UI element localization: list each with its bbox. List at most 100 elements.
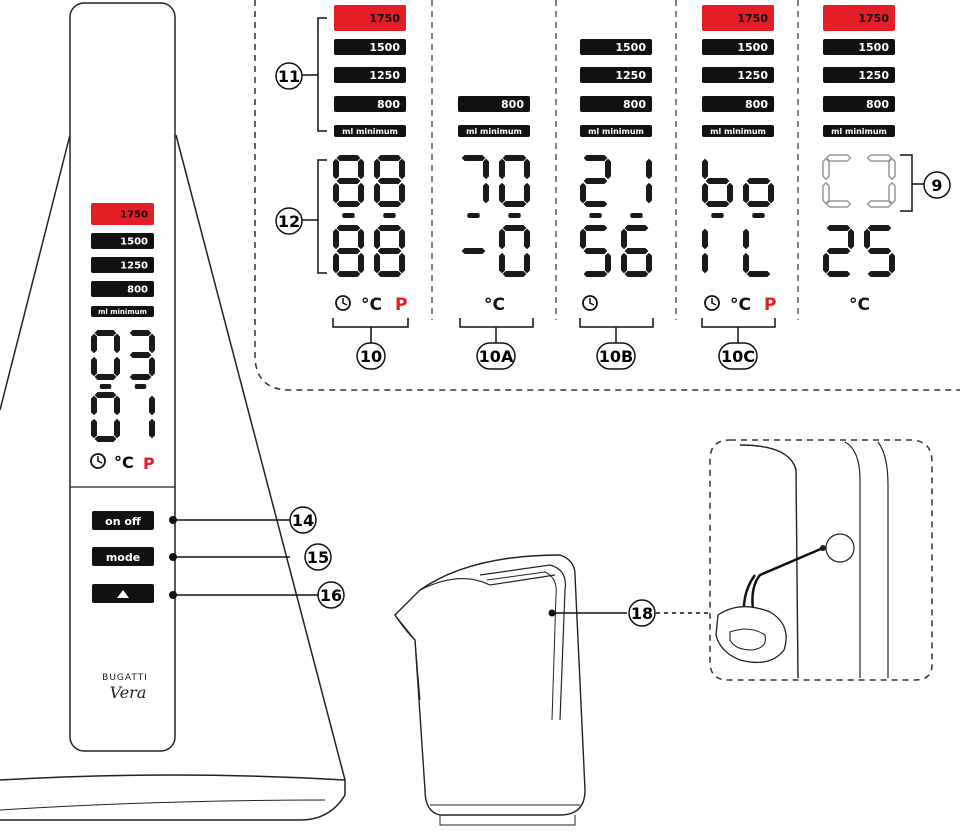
digit-segment bbox=[705, 201, 730, 207]
capacity-pill: 800 bbox=[334, 96, 406, 112]
on-off-button[interactable]: on off bbox=[92, 511, 154, 530]
capacity-label: 1500 bbox=[858, 41, 889, 54]
minimum-pill: ml minimum bbox=[702, 125, 774, 137]
digit-segment bbox=[94, 436, 117, 442]
digit-segment bbox=[499, 158, 505, 180]
digit-segment bbox=[374, 158, 380, 180]
on-off-button-label: on off bbox=[105, 515, 141, 528]
callout-10c-group: 10C bbox=[701, 318, 776, 370]
capacity-label: 1750 bbox=[369, 12, 400, 25]
digit-segment bbox=[149, 333, 155, 354]
digit-segment bbox=[605, 252, 611, 274]
up-button[interactable] bbox=[92, 584, 154, 603]
capacity-pill: 1250 bbox=[334, 67, 406, 83]
capacity-pill: 1250 bbox=[91, 257, 154, 273]
digit-segment bbox=[129, 374, 152, 380]
callout-10a: 10A bbox=[479, 347, 514, 366]
digit-segment bbox=[114, 395, 120, 416]
callout-15: 15 bbox=[307, 548, 329, 567]
capacity-label: 1250 bbox=[615, 69, 646, 82]
digit-segment bbox=[336, 201, 361, 207]
callout-10c: 10C bbox=[721, 347, 755, 366]
digit-segment bbox=[114, 356, 120, 377]
capacity-label: 1250 bbox=[369, 69, 400, 82]
separator-dot bbox=[508, 213, 521, 218]
callout-9: 9 bbox=[931, 176, 942, 195]
digit-segment bbox=[358, 252, 364, 274]
callout-12: 12 bbox=[278, 212, 300, 231]
digit-segment bbox=[333, 182, 339, 204]
up-arrow-icon bbox=[117, 590, 129, 598]
p-icon: P bbox=[395, 295, 407, 315]
digit-segment bbox=[377, 248, 402, 254]
digit-segment bbox=[502, 271, 527, 277]
minimum-pill: ml minimum bbox=[823, 125, 895, 137]
digit-segment bbox=[583, 155, 608, 161]
digit-segment bbox=[483, 158, 489, 180]
digit-segment bbox=[583, 225, 608, 231]
capacity-pill: 1250 bbox=[580, 67, 652, 83]
digit-segment bbox=[888, 157, 896, 181]
callout-10b-group: 10B bbox=[579, 318, 654, 370]
digit-segment bbox=[91, 356, 97, 377]
digit-segment bbox=[333, 158, 339, 180]
digit-segment bbox=[580, 228, 586, 250]
digit-segment bbox=[114, 333, 120, 354]
digit-segment bbox=[823, 252, 829, 274]
capacity-label: 1750 bbox=[120, 210, 148, 221]
digit-segment bbox=[705, 178, 730, 184]
digit-segment bbox=[336, 155, 361, 161]
capacity-label: 1500 bbox=[120, 237, 148, 248]
minimum-pill: ml minimum bbox=[580, 125, 652, 137]
digit-segment bbox=[336, 178, 361, 184]
digit-segment bbox=[583, 201, 608, 207]
capacity-label: 1250 bbox=[737, 69, 768, 82]
digit-segment bbox=[646, 252, 652, 274]
minimum-label: ml minimum bbox=[588, 127, 644, 136]
digit-segment bbox=[114, 418, 120, 439]
digit-segment bbox=[524, 182, 530, 204]
digit-segment bbox=[583, 178, 608, 184]
capacity-label: 1500 bbox=[737, 41, 768, 54]
clock-icon bbox=[90, 453, 106, 469]
digit-segment bbox=[461, 155, 486, 161]
capacity-label: 800 bbox=[623, 98, 646, 111]
digit-segment bbox=[399, 158, 405, 180]
mode-button[interactable]: mode bbox=[92, 547, 154, 566]
digit-segment bbox=[377, 225, 402, 231]
minimum-label: ml minimum bbox=[342, 127, 398, 136]
digit-segment bbox=[399, 182, 405, 204]
minimum-label: ml minimum bbox=[466, 127, 522, 136]
capacity-pill: 800 bbox=[458, 96, 530, 112]
celsius-icon: °C bbox=[114, 453, 134, 472]
capacity-pill: 800 bbox=[702, 96, 774, 112]
digit-segment bbox=[129, 330, 152, 336]
digit-segment bbox=[336, 271, 361, 277]
digit-segment bbox=[746, 271, 771, 277]
capacity-label: 800 bbox=[501, 98, 524, 111]
p-icon: P bbox=[143, 454, 155, 473]
digit-segment bbox=[502, 225, 527, 231]
digit-segment bbox=[867, 248, 892, 254]
digit-segment bbox=[826, 248, 851, 254]
minimum-label: ml minimum bbox=[98, 308, 147, 316]
minimum-label: ml minimum bbox=[831, 127, 887, 136]
separator-dot bbox=[630, 213, 643, 218]
digit-segment bbox=[743, 182, 749, 204]
display-region-border bbox=[254, 0, 960, 391]
celsius-icon: °C bbox=[361, 295, 382, 315]
digit-segment bbox=[377, 201, 402, 207]
separator-dot bbox=[589, 213, 602, 218]
capacity-label: 1750 bbox=[737, 12, 768, 25]
digit-segment bbox=[377, 155, 402, 161]
capacity-label: 1500 bbox=[369, 41, 400, 54]
digit-segment bbox=[743, 252, 749, 274]
digit-segment bbox=[336, 225, 361, 231]
callout-12-group: 12 bbox=[275, 159, 327, 274]
digit-segment bbox=[621, 252, 627, 274]
separator-dot bbox=[467, 213, 480, 218]
